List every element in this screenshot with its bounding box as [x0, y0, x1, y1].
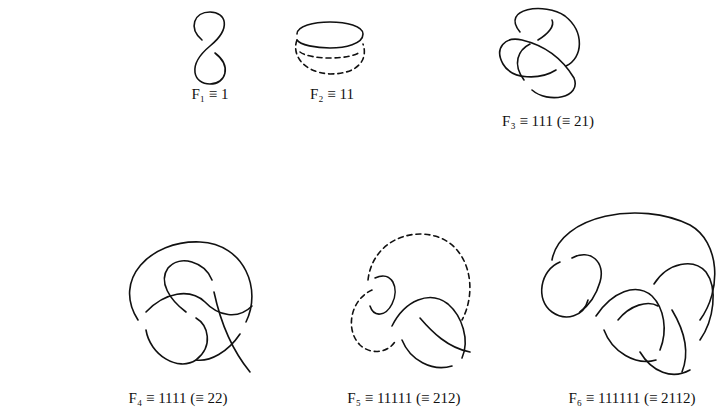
knot-strand [640, 352, 690, 374]
knot-strand [130, 242, 252, 322]
knot-strand [146, 318, 207, 364]
knot-strand [164, 261, 212, 312]
knot-strand [517, 44, 530, 80]
figure-label: F₅ ≡ 11111 (≡ 212) [347, 390, 460, 407]
knot-f6 [542, 213, 715, 374]
knot-strand [654, 264, 713, 340]
knot-strand [500, 39, 575, 97]
knot-strand [672, 310, 686, 372]
knot-f3 [500, 9, 580, 98]
knot-strand-hidden [296, 40, 365, 74]
knot-strand [370, 276, 395, 314]
knot-strand-hidden [368, 234, 470, 320]
knot-strand [194, 12, 225, 84]
knot-strand [214, 292, 250, 372]
figure-label: F₁ ≡ 1 [191, 86, 228, 103]
knot-strand [515, 9, 579, 66]
knot-strand [604, 330, 656, 361]
figure-label: F₃ ≡ 111 (≡ 21) [502, 113, 594, 130]
knot-f5 [351, 234, 470, 367]
figure-label: F₂ ≡ 11 [310, 86, 354, 103]
figure-label: F₄ ≡ 1111 (≡ 22) [129, 390, 228, 407]
knot-strand [297, 22, 363, 48]
knot-strand [538, 20, 553, 40]
knot-strand [420, 318, 470, 352]
knot-strand-hidden [351, 290, 396, 351]
knot-strand [542, 262, 588, 317]
knot-f1 [194, 12, 225, 84]
knot-strand [596, 290, 664, 350]
knot-strand [402, 340, 452, 368]
knot-strand [146, 294, 252, 315]
figure-label: F₆ ≡ 111111 (≡ 2112) [568, 390, 695, 407]
knot-strand [618, 304, 658, 320]
knot-strand [572, 255, 601, 312]
knot-f2 [296, 22, 365, 74]
knot-strand [552, 213, 715, 320]
knot-f4 [130, 242, 252, 372]
knot-strand-hidden [300, 52, 360, 58]
